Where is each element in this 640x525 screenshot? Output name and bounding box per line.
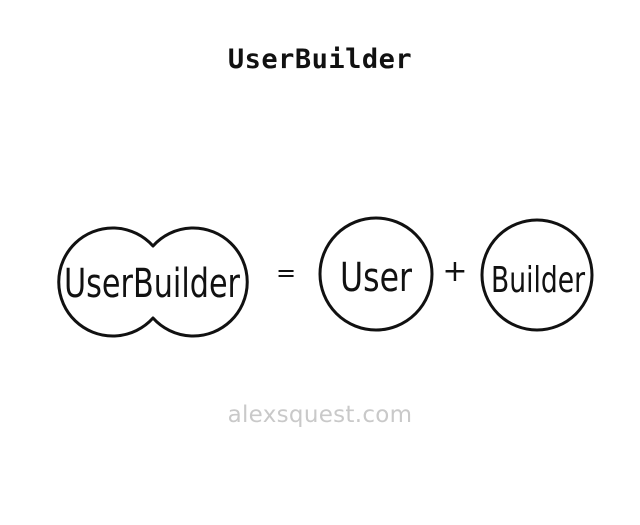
user-label: User bbox=[340, 255, 412, 301]
builder-circle bbox=[480, 218, 594, 332]
user-circle bbox=[318, 216, 434, 332]
merged-circles-shape bbox=[57, 226, 249, 338]
watermark-text: alexsquest.com bbox=[227, 402, 413, 428]
equals-sign: = bbox=[276, 259, 296, 287]
plus-sign: + bbox=[442, 254, 467, 289]
combined-label: UserBuilder bbox=[64, 261, 240, 307]
builder-label: Builder bbox=[491, 260, 585, 301]
page-title: UserBuilder bbox=[227, 44, 413, 75]
